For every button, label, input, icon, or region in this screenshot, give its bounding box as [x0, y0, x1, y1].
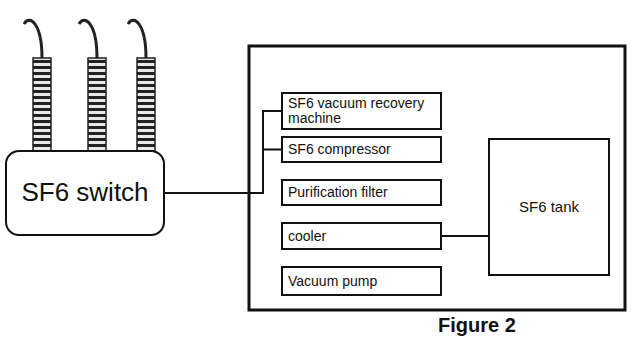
switch-box: SF6 switch	[5, 150, 165, 236]
box-label: SF6 tank	[496, 199, 602, 215]
bushing	[24, 20, 51, 154]
pipe-line	[165, 111, 281, 193]
process-box: SF6 compressor	[281, 136, 442, 163]
bushing	[128, 20, 155, 154]
box-label: SF6 switch	[13, 179, 157, 206]
equipment-housing	[249, 46, 625, 310]
box-label: SF6 vacuum recovery machine	[288, 96, 435, 125]
pipe-line	[165, 150, 281, 194]
process-box: Purification filter	[281, 179, 442, 206]
box-label: Purification filter	[288, 185, 435, 200]
box-label: SF6 compressor	[288, 142, 435, 157]
process-box: cooler	[281, 222, 442, 250]
figure-caption: Figure 2	[438, 314, 516, 337]
process-box: Vacuum pump	[281, 266, 442, 296]
box-label: Vacuum pump	[288, 274, 435, 289]
pipe-line	[442, 235, 488, 237]
bushing	[79, 20, 106, 154]
tank-box: SF6 tank	[488, 138, 610, 276]
process-box: SF6 vacuum recovery machine	[281, 92, 442, 130]
box-label: cooler	[288, 229, 435, 244]
